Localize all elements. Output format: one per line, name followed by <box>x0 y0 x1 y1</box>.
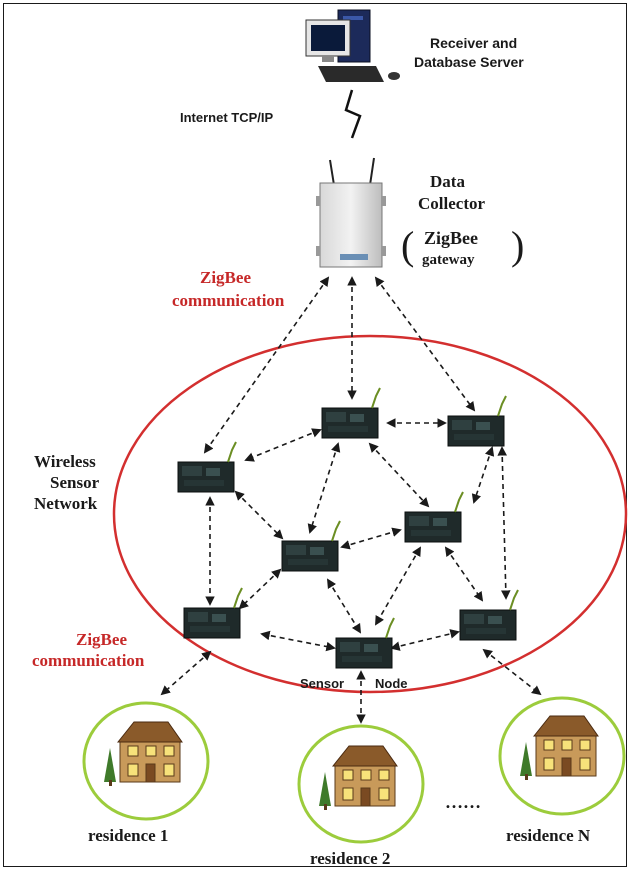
internet-link-icon <box>344 89 362 139</box>
sensor-node-bottomright <box>459 589 519 641</box>
link-collector-node-right <box>374 276 476 412</box>
sensor-node-midright <box>404 491 464 543</box>
residence-n-label: residence N <box>506 826 591 845</box>
data-collector-icon <box>316 157 386 268</box>
internet-link-label: Internet TCP/IP <box>180 110 274 125</box>
ellipsis-text: …… <box>445 792 481 812</box>
residence-n-house-icon <box>519 715 599 781</box>
link-bottomleft-res1 <box>160 650 212 696</box>
link-top-left <box>244 428 322 462</box>
link-center-bottomleft <box>238 568 282 610</box>
wsn-label-line2: Sensor <box>50 473 100 492</box>
residence-n-circle <box>498 696 626 816</box>
gateway-paren-close: ) <box>511 223 525 268</box>
wsn-label-line3: Network <box>34 494 98 513</box>
residence-2-circle <box>297 724 425 844</box>
server-label-line1: Receiver and <box>430 35 518 51</box>
link-top-center <box>307 442 341 534</box>
link-midright-bottomright <box>444 546 484 602</box>
link-bottom-bottomright <box>390 629 460 651</box>
server-label-line2: Database Server <box>414 54 524 70</box>
residence-2-house-icon <box>318 745 398 811</box>
link-center-bottom <box>326 578 362 634</box>
zigbee-links <box>160 276 542 724</box>
zigbee-bottom-line2: communication <box>32 651 145 670</box>
link-top-midright <box>368 442 430 508</box>
link-left-center <box>234 490 284 540</box>
sensor-node-top <box>321 387 381 439</box>
residence-2-label: residence 2 <box>310 849 391 868</box>
wireless-sensor-network-ellipse <box>112 334 628 694</box>
link-right-midright <box>471 446 495 504</box>
wsn-label-line1: Wireless <box>34 452 96 471</box>
link-bottomright-resn <box>482 648 542 696</box>
zigbee-top-line2: communication <box>172 291 285 310</box>
residence-1-house-icon <box>103 721 183 787</box>
sensor-node-right <box>447 395 507 447</box>
server-computer-icon <box>305 9 400 82</box>
sensor-node-bottomleft <box>183 587 243 639</box>
link-right-bottomright <box>497 446 511 600</box>
link-midright-bottom <box>375 546 421 626</box>
sensor-label: Sensor <box>300 676 345 691</box>
collector-label-line2: Collector <box>418 194 486 213</box>
sensor-node-bottom <box>335 617 395 669</box>
collector-label-line1: Data <box>430 172 465 191</box>
link-center-midright <box>340 527 402 550</box>
zigbee-top-line1: ZigBee <box>200 268 251 287</box>
residence-1-circle <box>82 701 210 821</box>
zigbee-bottom-line1: ZigBee <box>76 630 127 649</box>
node-label: Node <box>375 676 408 691</box>
sensor-node-center <box>281 520 341 572</box>
diagram-frame <box>3 3 627 867</box>
gateway-label-line2: gateway <box>422 252 475 268</box>
gateway-paren-open: ( <box>401 223 415 268</box>
link-bottomleft-bottom <box>260 630 336 652</box>
residence-1-label: residence 1 <box>88 826 169 845</box>
gateway-label-line1: ZigBee <box>424 228 478 248</box>
